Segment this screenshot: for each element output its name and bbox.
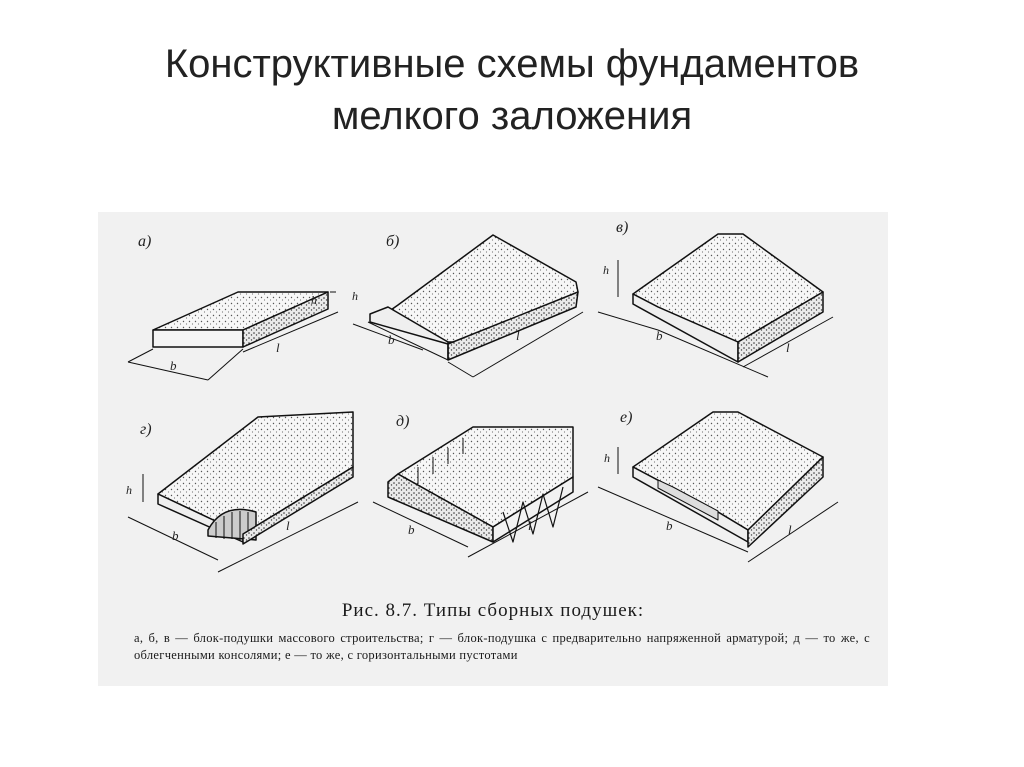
dim-b-a: b — [170, 358, 177, 373]
foundation-drawings: а) b l h б) b l h — [126, 219, 839, 573]
dim-l-g: l — [286, 518, 290, 533]
caption-text: а, б, в — блок-подушки массового строите… — [134, 631, 870, 662]
panel-b: б) b l h — [352, 233, 584, 378]
panel-label-d: д) — [396, 413, 409, 430]
panel-c: в) b l h — [597, 219, 834, 378]
slide-title: Конструктивные схемы фундаментов мелкого… — [0, 38, 1024, 142]
panel-label-g: г) — [140, 421, 152, 438]
dim-b-d: b — [408, 522, 415, 537]
title-line-1: Конструктивные схемы фундаментов — [164, 42, 860, 86]
dim-b-b: b — [388, 332, 395, 347]
dim-b-g: b — [172, 528, 179, 543]
figure-caption: Рис. 8.7. Типы сборных подушек: а, б, в … — [98, 600, 888, 664]
dim-h-c: h — [603, 263, 609, 277]
dim-h-b: h — [352, 289, 358, 303]
title-line-2: мелкого заложения — [331, 94, 693, 138]
foundation-figure: а) b l h б) b l h — [98, 212, 888, 686]
panel-e: д) b l — [372, 413, 589, 558]
panel-label-a: а) — [138, 233, 151, 250]
dim-l-b: l — [516, 328, 520, 343]
panel-a: а) b l h — [127, 233, 339, 381]
dim-b-c: b — [656, 328, 663, 343]
panel-label-c: в) — [616, 219, 628, 236]
panel-label-b: б) — [386, 233, 399, 250]
dim-h-a: h — [311, 293, 317, 307]
dim-l-d: l — [528, 518, 532, 533]
panel-f: е) b l h — [597, 409, 839, 563]
dim-b-e: b — [666, 518, 673, 533]
dim-h-g: h — [126, 483, 132, 497]
dim-l-c: l — [786, 340, 790, 355]
panel-d: г) b l h — [126, 411, 359, 573]
dim-l-a: l — [276, 340, 280, 355]
caption-title: Рис. 8.7. Типы сборных подушек: — [341, 600, 645, 621]
dim-h-e: h — [604, 451, 610, 465]
dim-l-e: l — [788, 522, 792, 537]
panel-label-e: е) — [620, 409, 632, 426]
